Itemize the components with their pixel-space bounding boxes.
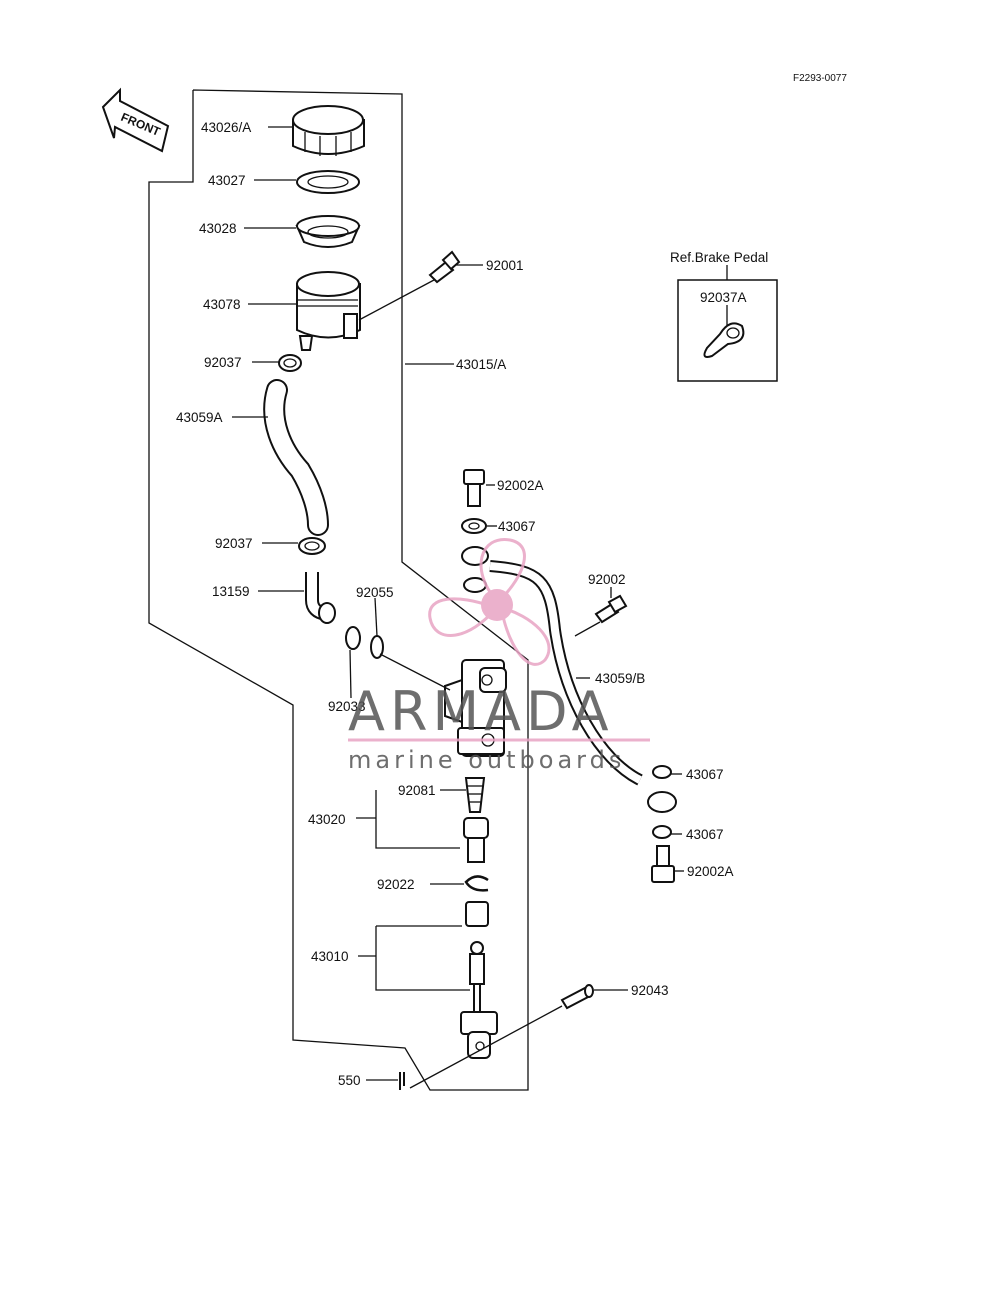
cap-plate — [296, 170, 360, 194]
circlip-92022 — [464, 875, 489, 892]
part-label: 43020 — [308, 812, 346, 827]
part-label: 43026/A — [201, 120, 251, 135]
reservoir-hose — [263, 379, 329, 536]
ref-box-title: Ref.Brake Pedal — [670, 250, 768, 265]
watermark-brand: ARMADA — [348, 680, 614, 743]
banjo-bolt-lower — [651, 845, 675, 883]
spring-92081 — [464, 777, 486, 813]
part-labels: 43026/A 43027 43028 92001 43078 92037 43… — [176, 120, 734, 1088]
ref-box-part: 92037A — [700, 290, 747, 305]
part-label: 92037 — [215, 536, 253, 551]
part-label: 43010 — [311, 949, 349, 964]
assembly-boundary — [148, 89, 529, 1091]
part-label: 92055 — [356, 585, 394, 600]
part-label: 43067 — [686, 767, 724, 782]
piston-43020 — [463, 817, 489, 863]
part-label: 43067 — [686, 827, 724, 842]
part-label: 43078 — [203, 297, 241, 312]
part-label: 43059A — [176, 410, 223, 425]
part-label: 92033 — [328, 699, 366, 714]
part-label: 92002A — [497, 478, 544, 493]
part-label: 13159 — [212, 584, 250, 599]
push-rod-43010 — [460, 901, 498, 1059]
armada-watermark: ARMADA marine outboards — [348, 538, 650, 774]
diaphragm — [295, 215, 361, 248]
part-label: 92002A — [687, 864, 734, 879]
part-label: 43067 — [498, 519, 536, 534]
part-label: 43015/A — [456, 357, 506, 372]
bolt-92002 — [594, 594, 628, 624]
part-label: 92081 — [398, 783, 436, 798]
front-arrow-icon: FRONT — [101, 87, 170, 153]
drawing-code: F2293-0077 — [793, 73, 847, 84]
hose-fitting — [305, 572, 336, 624]
master-cylinder — [444, 659, 507, 757]
circlip — [345, 626, 361, 650]
reservoir-cap — [292, 105, 365, 156]
watermark-tagline: marine outboards — [348, 746, 625, 774]
part-label: 92002 — [588, 572, 626, 587]
bolt-92001 — [428, 250, 461, 284]
part-label: 92001 — [486, 258, 524, 273]
brake-hose — [461, 546, 677, 813]
pin-92043 — [560, 984, 594, 1010]
part-label: 92043 — [631, 983, 669, 998]
leader-lines — [232, 126, 728, 1089]
ref-brake-pedal-box: Ref.Brake Pedal 92037A — [670, 250, 778, 382]
part-label: 550 — [338, 1073, 361, 1088]
part-label: 43028 — [199, 221, 237, 236]
cotter-pin-550 — [399, 1072, 405, 1090]
part-label: 92037 — [204, 355, 242, 370]
part-label: 43059/B — [595, 671, 645, 686]
reservoir — [296, 271, 361, 351]
washer-right-2 — [652, 825, 672, 839]
banjo-bolt-upper — [463, 469, 485, 507]
clamp-lower — [298, 537, 326, 555]
part-label: 43027 — [208, 173, 246, 188]
washer-upper — [461, 518, 487, 534]
propeller-icon — [428, 538, 551, 666]
part-label: 92022 — [377, 877, 415, 892]
clamp-upper — [278, 354, 302, 372]
washer-right-1 — [652, 765, 672, 779]
